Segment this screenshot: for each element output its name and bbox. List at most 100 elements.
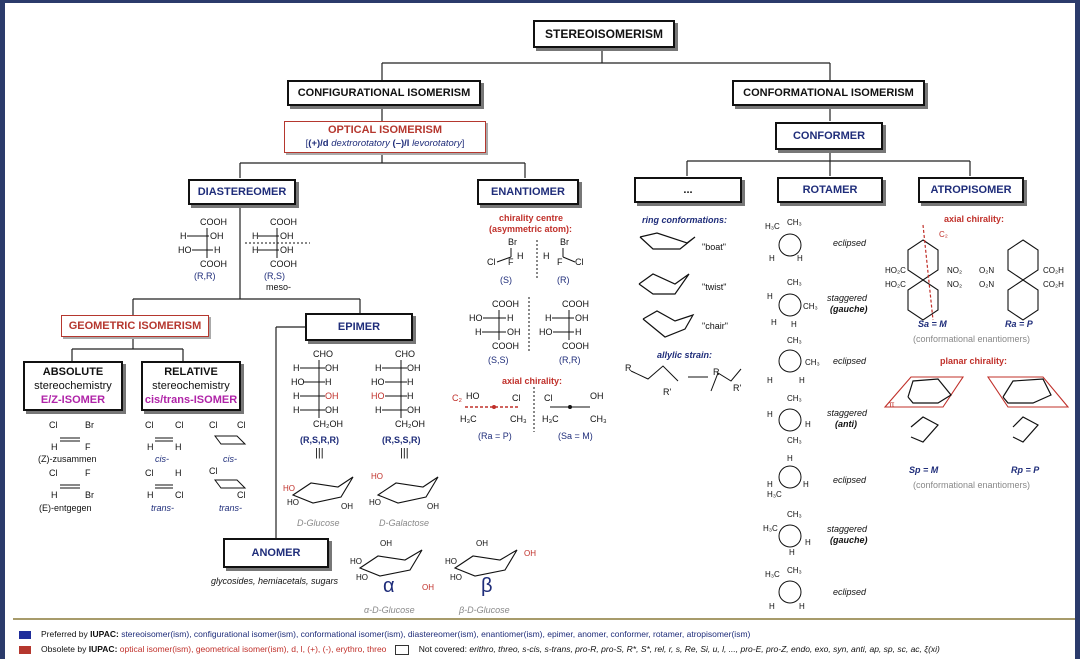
svg-text:OH: OH <box>476 539 488 548</box>
epimer-right-tag-text: (R,S,S,R) <box>382 435 421 445</box>
svg-text:HO₂C: HO₂C <box>885 266 906 275</box>
svg-text:CH₃: CH₃ <box>787 336 802 345</box>
legend-obsolete: Obsolete by IUPAC: optical isomer(ism), … <box>19 644 940 655</box>
svg-text:H: H <box>293 391 300 401</box>
geometric-isomerism-box: GEOMETRIC ISOMERISM <box>61 315 209 337</box>
relative-line1: RELATIVE <box>164 366 218 378</box>
enantiomer-ra-label: (Ra = P) <box>478 431 512 441</box>
diastereomer-label: DIASTEREOMER <box>197 186 287 198</box>
legend-preferred: Preferred by IUPAC: stereoisomer(ism), c… <box>19 629 750 639</box>
svg-text:O₂N: O₂N <box>979 280 994 289</box>
epimer-equiv-right: ||| <box>400 447 409 459</box>
svg-text:π: π <box>889 400 895 409</box>
rotamer-staggered-1: staggered <box>827 293 868 303</box>
svg-text:CH₃: CH₃ <box>803 302 818 311</box>
svg-text:H: H <box>791 320 797 329</box>
svg-text:Cl: Cl <box>512 393 521 403</box>
svg-text:HO: HO <box>371 472 383 481</box>
svg-text:H: H <box>175 468 182 478</box>
rotamer-eclipsed-4: eclipsed <box>833 587 867 597</box>
svg-text:H: H <box>517 251 524 261</box>
svg-text:HO: HO <box>369 498 381 507</box>
legend-obsolete-prefix: Obsolete by <box>41 644 87 654</box>
svg-text:HO: HO <box>445 557 457 566</box>
svg-text:H: H <box>375 405 382 415</box>
svg-text:OH: OH <box>380 539 392 548</box>
svg-text:H: H <box>805 420 811 429</box>
svg-text:H: H <box>771 318 777 327</box>
svg-text:CH₃: CH₃ <box>787 278 802 287</box>
svg-text:COOH: COOH <box>270 259 297 269</box>
svg-text:OH: OH <box>341 502 353 511</box>
svg-text:NO₂: NO₂ <box>947 280 962 289</box>
optical-minus: (–)/l <box>392 138 410 149</box>
svg-text:COOH: COOH <box>492 299 519 309</box>
svg-text:H: H <box>293 405 300 415</box>
svg-text:CO₂H: CO₂H <box>1043 266 1064 275</box>
svg-text:H: H <box>293 363 300 373</box>
svg-text:CH₃: CH₃ <box>590 414 607 424</box>
connector-lines <box>13 47 1075 620</box>
svg-text:HO: HO <box>287 498 299 507</box>
atrop-axial-label: axial chirality: <box>944 214 1005 224</box>
svg-text:H: H <box>803 480 809 489</box>
boat-label: "boat" <box>702 242 726 252</box>
epimer-box: EPIMER <box>305 313 413 341</box>
atropisomer-label: ATROPISOMER <box>930 184 1012 196</box>
d-galactose-label: D-Galactose <box>379 518 430 528</box>
svg-text:HO: HO <box>350 557 362 566</box>
svg-text:H: H <box>407 391 414 401</box>
svg-text:OH: OH <box>407 363 421 373</box>
optical-dextro: dextrorotatory <box>331 138 390 149</box>
svg-text:Br: Br <box>85 490 94 500</box>
configurational-box: CONFIGURATIONAL ISOMERISM <box>287 80 481 106</box>
diastereomer-right-tag: (R,S) <box>264 271 285 281</box>
atrop-conf-enant-1: (conformational enantiomers) <box>913 334 1031 344</box>
svg-text:H: H <box>214 245 221 255</box>
configurational-label: CONFIGURATIONAL ISOMERISM <box>297 87 471 99</box>
svg-text:Cl: Cl <box>145 420 154 430</box>
svg-text:H₃C: H₃C <box>765 570 780 579</box>
svg-text:OH: OH <box>325 405 339 415</box>
svg-text:HO: HO <box>291 377 305 387</box>
svg-text:H: H <box>799 376 805 385</box>
svg-text:H: H <box>252 245 259 255</box>
optical-title: OPTICAL ISOMERISM <box>327 124 443 136</box>
svg-text:R': R' <box>733 383 741 393</box>
svg-text:H: H <box>375 363 382 373</box>
svg-text:F: F <box>557 257 563 267</box>
svg-text:CH₃: CH₃ <box>787 566 802 575</box>
trans-label-1: trans- <box>151 503 175 513</box>
optical-subtitle: [(+)/d dextrorotatory (–)/l levorotatory… <box>305 138 465 149</box>
alpha-symbol: α <box>383 575 395 597</box>
svg-text:OH: OH <box>407 405 421 415</box>
svg-text:HO: HO <box>356 573 368 582</box>
epimer-left-tag: (R,S,R,R) <box>300 435 339 445</box>
svg-text:COOH: COOH <box>562 299 589 309</box>
epimer-label: EPIMER <box>337 321 381 333</box>
trans-label-2: trans- <box>219 503 243 513</box>
svg-text:COOH: COOH <box>562 341 589 351</box>
stereoisomerism-box: STEREOISOMERISM <box>533 20 675 48</box>
svg-text:H: H <box>51 490 58 500</box>
legend-not-covered-list: erithro, threo, s-cis, s-trans, pro-R, p… <box>469 644 940 654</box>
svg-text:OH: OH <box>575 313 589 323</box>
svg-text:Br: Br <box>85 420 94 430</box>
svg-text:OH: OH <box>280 245 294 255</box>
chirality-centre-label: chirality centre <box>499 213 564 223</box>
diastereomer-box: DIASTEREOMER <box>188 179 296 205</box>
svg-text:HO: HO <box>178 245 192 255</box>
svg-text:H: H <box>805 538 811 547</box>
rotamer-box: ROTAMER <box>777 177 883 203</box>
svg-text:COOH: COOH <box>492 341 519 351</box>
svg-text:F: F <box>85 468 91 478</box>
svg-text:CH₃: CH₃ <box>787 394 802 403</box>
svg-text:CH₃: CH₃ <box>787 436 802 445</box>
svg-text:OH: OH <box>210 231 224 241</box>
svg-text:H: H <box>799 602 805 611</box>
svg-text:H: H <box>147 442 154 452</box>
svg-text:H: H <box>475 327 482 337</box>
legend-preferred-prefix: Preferred by <box>41 629 88 639</box>
